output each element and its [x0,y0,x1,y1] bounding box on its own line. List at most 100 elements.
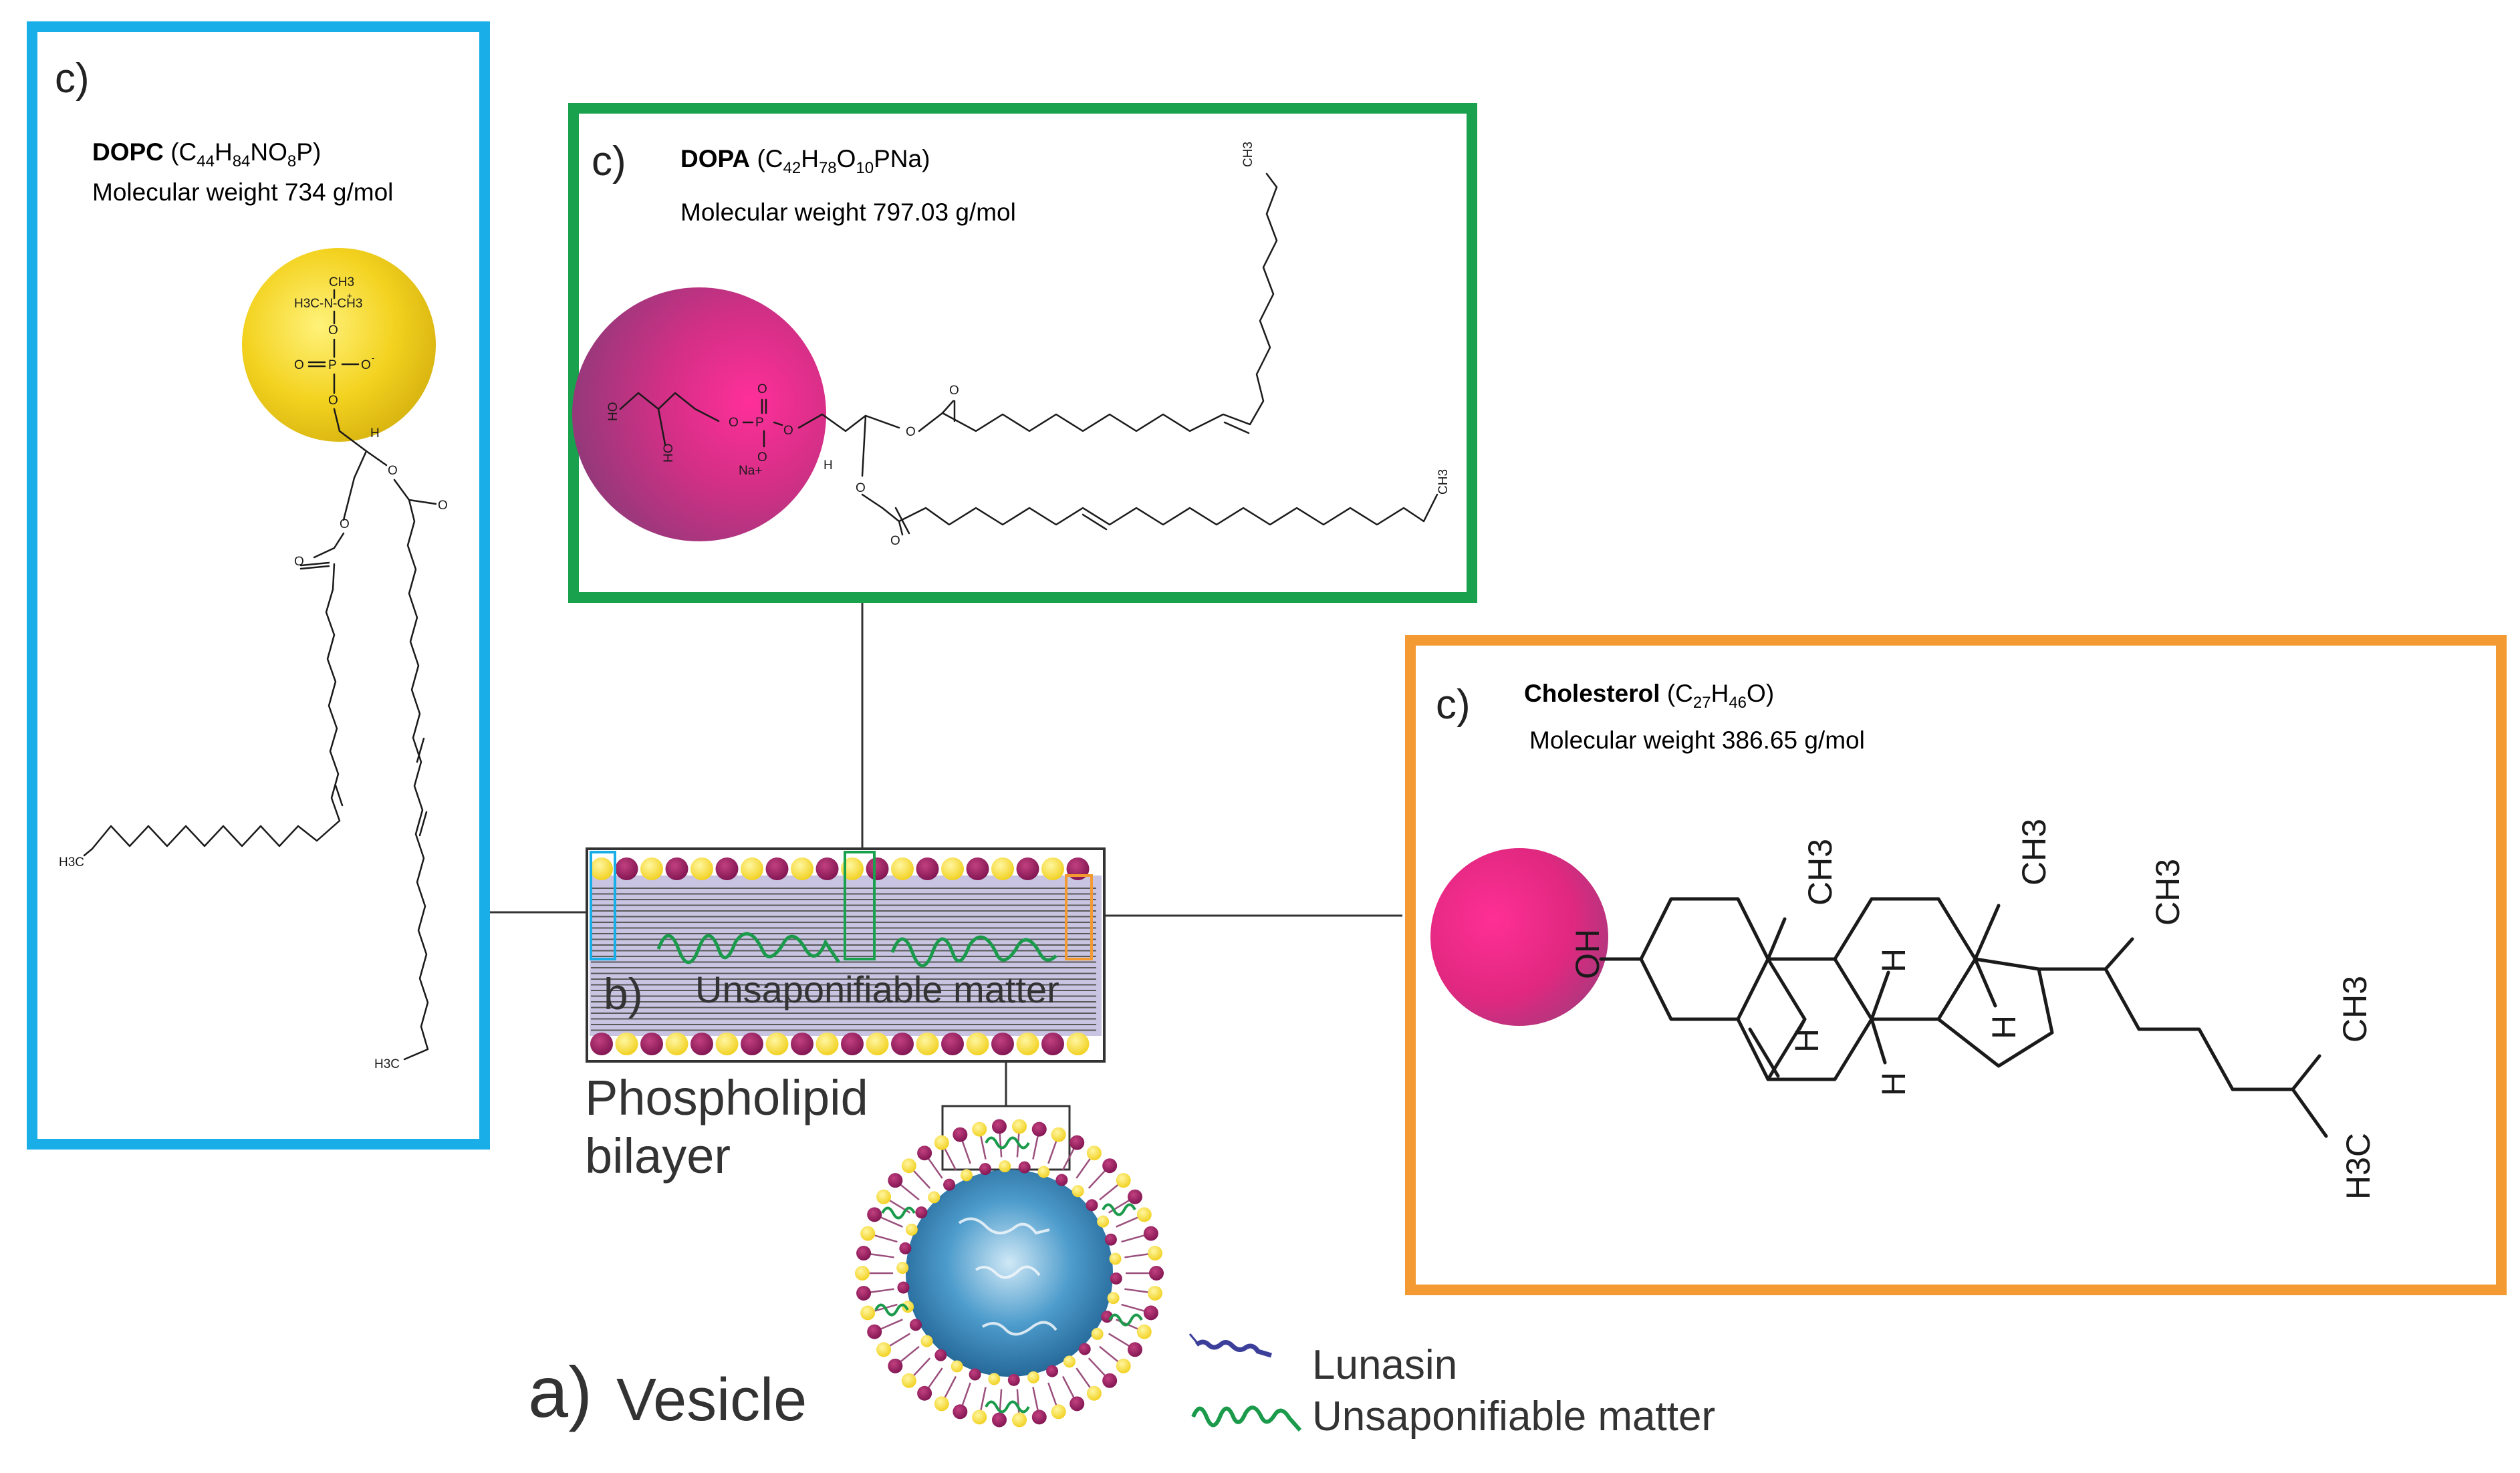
vesicle-inner-head-bead [1018,1161,1031,1174]
dopa-panel-border [568,103,1477,603]
cholesterol-title: Cholesterol (C27H46O) [1524,680,1774,712]
vesicle-inner-head-bead [999,1160,1011,1173]
svg-text:P: P [755,416,764,430]
svg-text:H: H [1875,1072,1912,1096]
svg-text:CH3: CH3 [329,275,354,289]
vesicle-tail-line [874,1234,898,1243]
vesicle-outer-head-bead [1149,1266,1164,1281]
vesicle-tail-line [961,1382,971,1406]
svg-text:P: P [328,358,337,372]
vesicle-inner-head-bead [1063,1355,1076,1368]
vesicle-tail-line [1121,1234,1145,1243]
svg-text:O: O [856,481,866,495]
bilayer-head-bead [941,1033,964,1055]
svg-text:CH3: CH3 [1241,142,1255,167]
svg-text:O: O [783,424,793,438]
svg-text:CH3: CH3 [2336,976,2374,1043]
bilayer-head-bead [891,1033,914,1055]
vesicle-inner-head-bead [1027,1371,1040,1383]
bilayer-head-bead [640,1033,663,1055]
vesicle-inner-head-bead [951,1360,963,1373]
vesicle-inner-head-bead [1078,1343,1091,1355]
bilayer-head-bead [941,857,964,880]
phospholipid-bilayer: b) Unsaponifiable matter Phospholipid bi… [585,847,1106,1184]
svg-text:H: H [1788,1029,1825,1053]
svg-text:O: O [328,323,338,338]
vesicle-tail-line [1088,1170,1106,1189]
vesicle-outer-head-bead [867,1207,882,1222]
bilayer-head-bead [665,1033,688,1055]
vesicle-inner-head-bead [1107,1292,1120,1305]
vesicle-outer-head-bead [901,1158,916,1174]
svg-text:O: O [294,555,304,569]
svg-text:HO: HO [606,402,620,422]
vesicle-outer-head-bead [953,1127,968,1142]
legend-lunasin-label: Lunasin [1312,1342,1457,1388]
vesicle-tail-line [1108,1199,1130,1214]
bilayer-head-bead [615,1033,638,1055]
bilayer-head-bead [1016,857,1039,880]
vesicle-tail-line [961,1140,971,1164]
vesicle-tail-line [927,1158,943,1179]
vesicle-label: a) [528,1351,592,1432]
vesicle-outer-head-bead [888,1358,903,1373]
dopc-molecular-weight: Molecular weight 734 g/mol [92,178,393,206]
vesicle-outer-head-bead [991,1412,1007,1428]
bilayer-head-bead [765,1033,789,1055]
bilayer-head-bead [791,857,813,880]
bilayer-caption-line2: bilayer [585,1128,731,1184]
vesicle-inner-head-bead [928,1191,940,1204]
vesicle-inner-head-bead [979,1163,991,1176]
svg-text:CH3: CH3 [1436,469,1451,495]
vesicle-inner-head-bead [988,1373,1001,1385]
bilayer-unsaponifiable-squiggles [656,932,1057,968]
svg-text:CH3: CH3 [2015,819,2053,886]
svg-text:O: O [438,499,448,513]
bilayer-head-bead [615,857,638,880]
cholesterol-bonds [1599,897,2328,1138]
svg-text:O: O [906,425,916,439]
bilayer-head-bead [916,1033,939,1055]
bilayer-head-bead [1041,857,1064,880]
vesicle-core [906,1170,1113,1377]
vesicle-outer-head-bead [856,1285,872,1301]
dopa-panel: c) DOPA (C42H78O10PNa) Molecular weight … [568,103,1477,603]
bilayer-cholesterol-highlight [1065,874,1093,960]
vesicle-tail-line [1061,1148,1075,1171]
vesicle-outer-head-bead [1031,1410,1047,1425]
vesicle-lunasin-strands [958,1217,1057,1336]
vesicle-outer-head-bead [860,1305,876,1321]
vesicle-tail-line [1032,1135,1039,1160]
vesicle-inner-head-bead [897,1281,910,1294]
bilayer-head-bead [765,857,789,880]
vesicle-outer-head-bead [1086,1385,1102,1401]
svg-text:HO: HO [662,444,676,463]
vesicle-outer-head-bead [1127,1189,1142,1204]
cholesterol-panel: c) Cholesterol (C27H46O) Molecular weigh… [1405,635,2507,1295]
svg-text:H3C: H3C [374,1057,400,1071]
dopc-head-group [242,248,436,442]
bilayer-head-bead [966,857,989,880]
unsaponifiable-icon [1191,1405,1302,1432]
bilayer-head-bead [715,857,739,880]
vesicle-inner-head-bead [1007,1373,1020,1386]
vesicle-outer-head-bead [1069,1135,1085,1150]
vesicle-inner-head-bead [1055,1174,1068,1186]
vesicle-outer-head-bead [901,1373,916,1388]
bilayer-heads [590,857,1090,1055]
vesicle-outer-head-bead [876,1342,892,1357]
vesicle-inner-head-bead [1037,1166,1050,1178]
vesicle-outer-head-bead [991,1119,1007,1134]
dopa-title: DOPA (C42H78O10PNa) [680,145,930,177]
bilayer-head-bead [640,857,663,880]
vesicle-outer-head-bead [1069,1396,1085,1412]
bilayer-head-bead [866,857,889,880]
vesicle-tail-line [1061,1375,1075,1399]
vesicle-inner-head-bead [943,1178,956,1191]
vesicle-tail-line [927,1367,943,1389]
svg-text:O: O [757,450,767,464]
vesicle-inner-head-bead [960,1169,973,1182]
vesicle-tail-line [1047,1382,1057,1406]
svg-text:O: O [361,358,371,372]
